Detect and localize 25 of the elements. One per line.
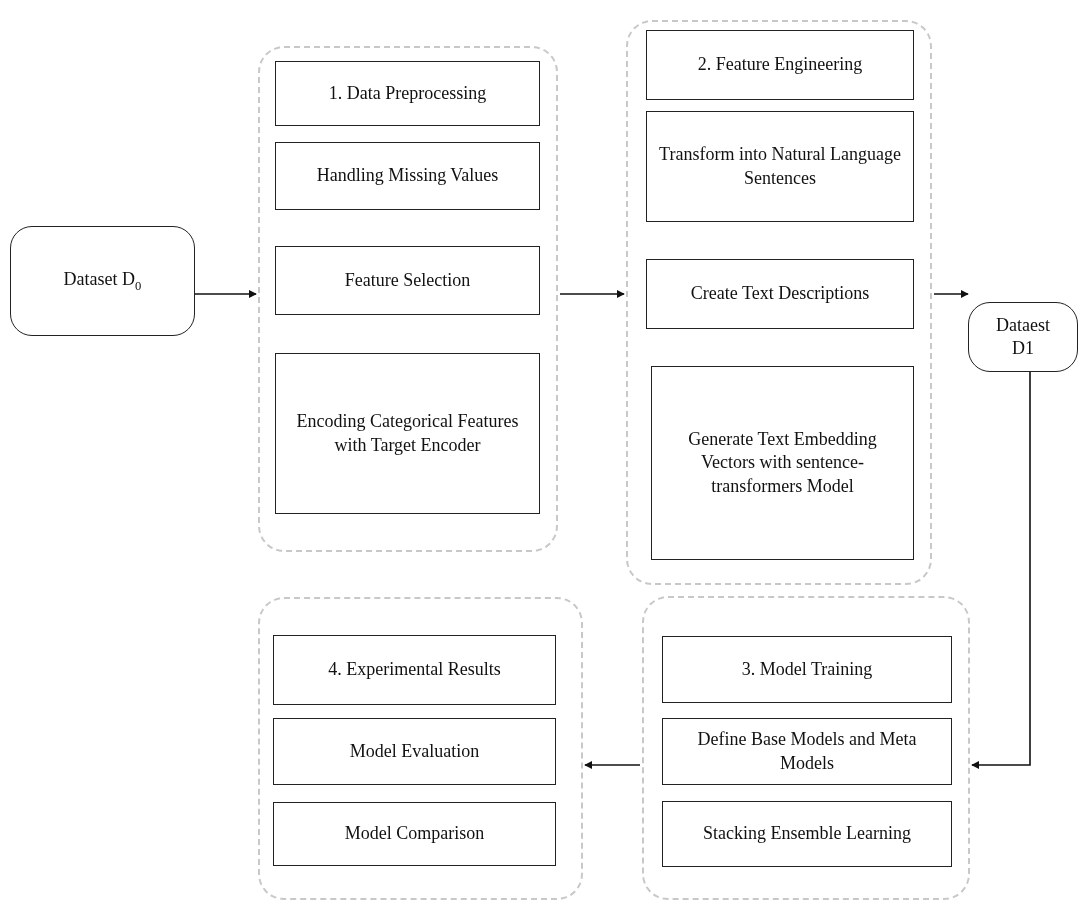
process-box: Transform into Natural Language Sentences xyxy=(646,111,914,222)
process-box: Feature Selection xyxy=(275,246,540,315)
process-box: Generate Text Embedding Vectors with sentence-transformers Model xyxy=(651,366,914,560)
process-box: Encoding Categorical Features with Target Encoder xyxy=(275,353,540,514)
process-box: Create Text Descriptions xyxy=(646,259,914,329)
process-box: 4. Experimental Results xyxy=(273,635,556,705)
process-box: 1. Data Preprocessing xyxy=(275,61,540,126)
process-box: Handling Missing Values xyxy=(275,142,540,210)
data-box: Dataset D$_{0}$ xyxy=(10,226,195,336)
process-box: Model Comparison xyxy=(273,802,556,866)
dashed-group-box xyxy=(258,597,583,900)
process-box: Define Base Models and Meta Models xyxy=(662,718,952,785)
process-box: 2. Feature Engineering xyxy=(646,30,914,100)
arrow xyxy=(559,290,625,298)
process-box: Model Evaluation xyxy=(273,718,556,785)
arrow xyxy=(933,290,969,298)
arrow xyxy=(584,761,641,769)
dashed-group-box xyxy=(626,20,932,585)
process-box: 3. Model Training xyxy=(662,636,952,703)
dashed-group-box xyxy=(642,596,970,900)
dashed-group-box xyxy=(258,46,558,552)
arrow xyxy=(971,371,1031,769)
data-box: Dataest D1 xyxy=(968,302,1078,372)
process-box: Stacking Ensemble Learning xyxy=(662,801,952,867)
arrow xyxy=(194,290,257,298)
